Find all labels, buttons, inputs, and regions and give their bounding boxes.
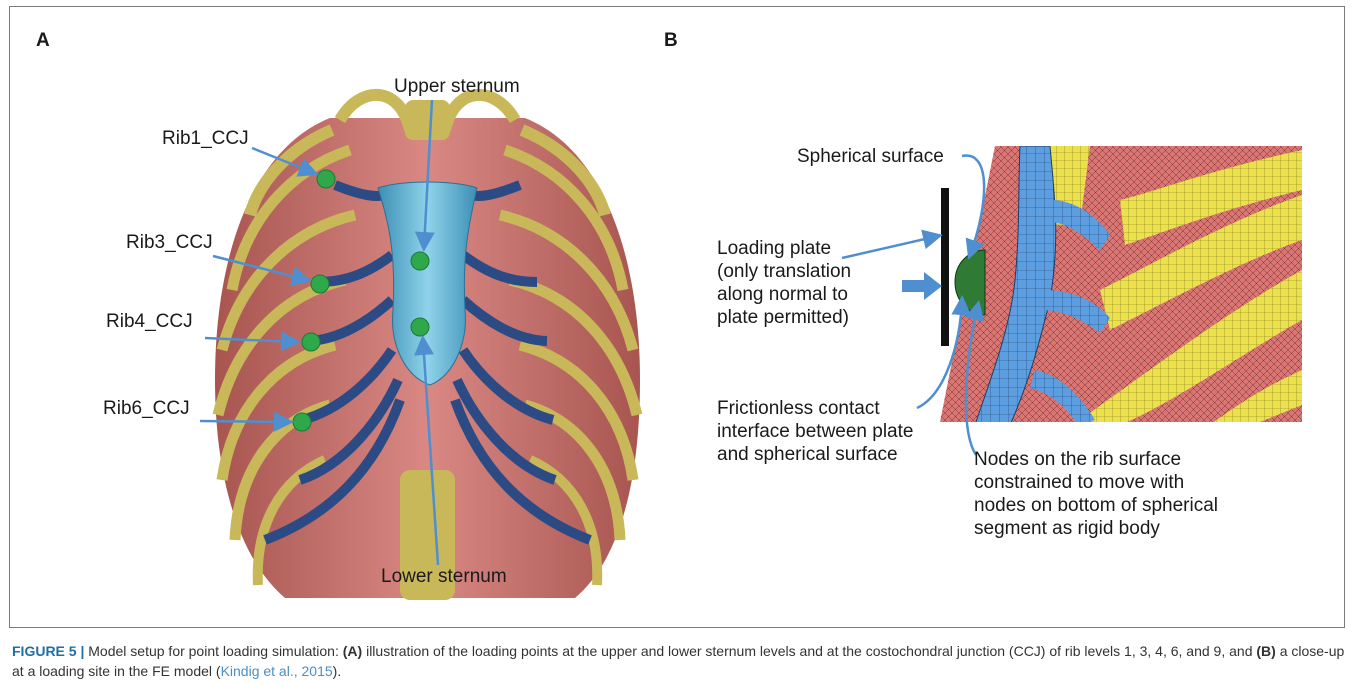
- marker-rib4: [302, 333, 320, 351]
- caption-part-b: (B): [1256, 643, 1275, 659]
- label-nodes-line-3: nodes on bottom of spherical: [974, 494, 1218, 517]
- label-nodes: Nodes on the rib surface constrained to …: [974, 448, 1218, 540]
- loading-plate: [941, 188, 949, 346]
- label-spherical-surface: Spherical surface: [797, 145, 944, 168]
- label-loading-plate: Loading plate (only translation along no…: [717, 237, 851, 329]
- label-rib6: Rib6_CCJ: [103, 397, 190, 420]
- label-loading-plate-line-3: along normal to: [717, 283, 851, 306]
- label-rib1: Rib1_CCJ: [162, 127, 249, 150]
- spherical-surface: [955, 250, 985, 315]
- arrow-rib6: [200, 421, 289, 422]
- fe-mesh-closeup: [902, 140, 1310, 430]
- caption-text-2: illustration of the loading points at th…: [362, 643, 1256, 659]
- caption-reference-link[interactable]: Kindig et al., 2015: [221, 663, 333, 679]
- panel-a-letter: A: [36, 30, 50, 52]
- caption-part-a: (A): [343, 643, 362, 659]
- label-frictionless-line-2: interface between plate: [717, 420, 913, 443]
- label-upper-sternum: Upper sternum: [394, 75, 520, 98]
- label-frictionless-line-3: and spherical surface: [717, 443, 913, 466]
- label-lower-sternum: Lower sternum: [381, 565, 507, 588]
- label-nodes-line-2: constrained to move with: [974, 471, 1218, 494]
- marker-rib6: [293, 413, 311, 431]
- label-nodes-line-1: Nodes on the rib surface: [974, 448, 1218, 471]
- panel-b-letter: B: [664, 30, 678, 52]
- figure-caption: FIGURE 5 | Model setup for point loading…: [12, 641, 1347, 681]
- label-nodes-line-4: segment as rigid body: [974, 517, 1218, 540]
- label-loading-plate-line-1: Loading plate: [717, 237, 851, 260]
- marker-lower-sternum: [411, 318, 429, 336]
- label-rib3: Rib3_CCJ: [126, 231, 213, 254]
- marker-upper-sternum: [411, 252, 429, 270]
- label-rib4: Rib4_CCJ: [106, 310, 193, 333]
- caption-text-1: Model setup for point loading simulation…: [84, 643, 342, 659]
- load-arrow: [902, 272, 942, 300]
- label-loading-plate-line-2: (only translation: [717, 260, 851, 283]
- label-loading-plate-line-4: plate permitted): [717, 306, 851, 329]
- label-frictionless: Frictionless contact interface between p…: [717, 397, 913, 466]
- label-frictionless-line-1: Frictionless contact: [717, 397, 913, 420]
- marker-rib1: [317, 170, 335, 188]
- caption-text-4: ).: [333, 663, 342, 679]
- arrow-loading-plate: [842, 236, 938, 258]
- figure-label: FIGURE 5 |: [12, 643, 84, 659]
- marker-rib3: [311, 275, 329, 293]
